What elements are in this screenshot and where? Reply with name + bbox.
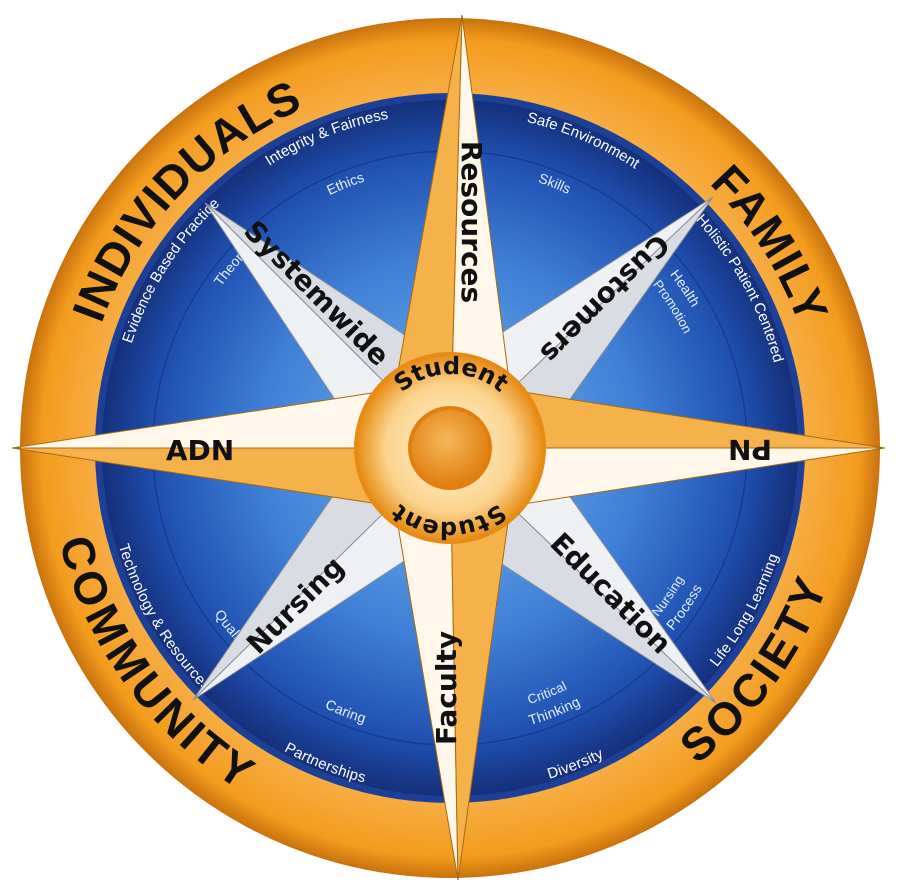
- label-adn: ADN: [166, 434, 234, 467]
- center-core: [412, 410, 488, 486]
- label-faculty: Faculty: [430, 631, 463, 745]
- label-resources: Resources: [455, 141, 488, 303]
- label-pn: PN: [728, 433, 772, 466]
- star-cardinal: [11, 14, 886, 881]
